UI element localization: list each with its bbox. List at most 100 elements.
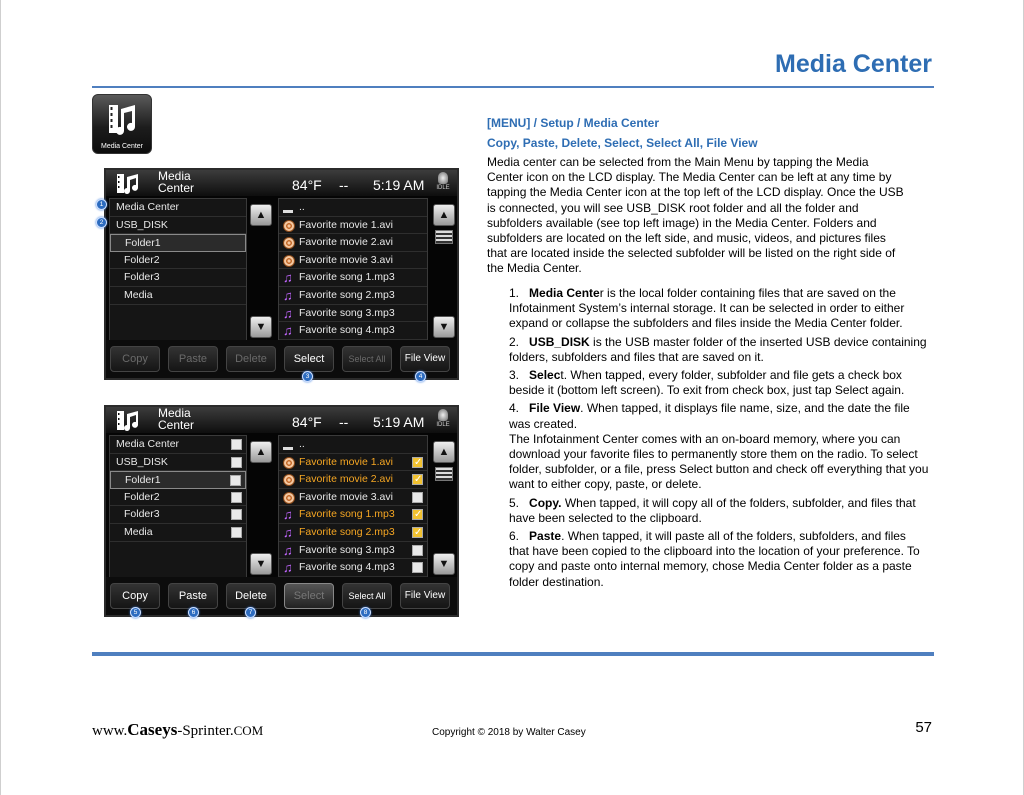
- file-view-button[interactable]: File View: [400, 583, 450, 609]
- memory-note: The Infotainment Center comes with an on…: [509, 431, 929, 492]
- folder-scroll-down-button[interactable]: ▼: [250, 316, 272, 338]
- folder-row-selected[interactable]: Folder1: [110, 471, 246, 489]
- file-row-checked[interactable]: ♫Favorite song 2.mp3: [279, 524, 427, 542]
- copy-button[interactable]: Copy: [110, 346, 160, 372]
- folder-row[interactable]: Media: [110, 524, 246, 542]
- checkbox[interactable]: [231, 439, 242, 450]
- list-view-icon[interactable]: [435, 467, 453, 481]
- checkbox-checked[interactable]: [412, 524, 423, 541]
- file-row[interactable]: ♫Favorite song 4.mp3: [279, 322, 427, 340]
- folder-row[interactable]: USB_DISK: [110, 217, 246, 235]
- file-pane: ▬.. Favorite movie 1.avi Favorite movie …: [278, 198, 428, 342]
- delete-button[interactable]: Delete: [226, 346, 276, 372]
- checkbox[interactable]: [231, 456, 242, 468]
- callout-marker: 3: [302, 371, 313, 382]
- film-reel-icon: [283, 254, 295, 267]
- folder-row[interactable]: Media Center: [110, 199, 246, 217]
- file-row[interactable]: Favorite movie 3.avi: [279, 252, 427, 270]
- paste-button[interactable]: Paste: [168, 346, 218, 372]
- file-scroll-down-button[interactable]: ▼: [433, 316, 455, 338]
- delete-button[interactable]: Delete: [226, 583, 276, 609]
- folder-row[interactable]: Media Center: [110, 436, 246, 454]
- list-item: 2. USB_DISK is the USB master folder of …: [509, 334, 927, 364]
- music-note-icon: ♫: [283, 560, 293, 576]
- select-button[interactable]: Select: [284, 346, 334, 372]
- file-row-checked[interactable]: Favorite movie 2.avi: [279, 471, 427, 489]
- folder-scroll-up-button[interactable]: ▲: [250, 204, 272, 226]
- music-note-icon: ♫: [283, 507, 293, 523]
- select-all-button[interactable]: Select All: [342, 583, 392, 609]
- lcd-button-bar: Copy Paste Delete Select Select All File…: [106, 340, 457, 378]
- copy-button[interactable]: Copy: [110, 583, 160, 609]
- list-item: 3. Select. When tapped, every folder, su…: [509, 368, 905, 398]
- media-center-home-icon[interactable]: [116, 409, 152, 431]
- file-row[interactable]: ♫Favorite song 2.mp3: [279, 287, 427, 305]
- file-row-checked[interactable]: Favorite movie 1.avi: [279, 454, 427, 472]
- idle-indicator: IDLE: [433, 409, 453, 431]
- file-row[interactable]: Favorite movie 2.avi: [279, 234, 427, 252]
- film-reel-icon: [283, 219, 295, 232]
- media-center-home-icon[interactable]: [116, 172, 152, 194]
- file-row[interactable]: ♫Favorite song 1.mp3: [279, 269, 427, 287]
- status-dash: --: [339, 177, 349, 193]
- checkbox[interactable]: [412, 491, 423, 503]
- file-row[interactable]: ♫Favorite song 3.mp3: [279, 305, 427, 323]
- temperature-readout: 84°F: [292, 177, 322, 193]
- callout-marker: 7: [245, 607, 256, 618]
- folder-row[interactable]: Folder2: [110, 489, 246, 507]
- list-view-icon[interactable]: [435, 230, 453, 244]
- folder-scroll-down-button[interactable]: ▼: [250, 553, 272, 575]
- checkbox[interactable]: [231, 526, 242, 538]
- file-scroll-down-button[interactable]: ▼: [433, 553, 455, 575]
- intro-text: Media center can be selected from the Ma…: [487, 155, 907, 283]
- folder-row[interactable]: Folder3: [110, 506, 246, 524]
- folder-row-selected[interactable]: Folder1: [110, 234, 246, 252]
- file-row-up[interactable]: ▬..: [279, 436, 427, 454]
- file-row[interactable]: ♫Favorite song 4.mp3: [279, 559, 427, 577]
- select-all-button[interactable]: Select All: [342, 346, 392, 372]
- folder-row[interactable]: Media: [110, 287, 246, 305]
- callout-marker: 4: [415, 371, 426, 382]
- file-row[interactable]: Favorite movie 3.avi: [279, 489, 427, 507]
- clock-readout: 5:19 AM: [373, 177, 425, 193]
- file-row-checked[interactable]: ♫Favorite song 1.mp3: [279, 506, 427, 524]
- checkbox[interactable]: [231, 491, 242, 503]
- file-row[interactable]: ♫Favorite song 3.mp3: [279, 542, 427, 560]
- intro-paragraph: Media center can be selected from the Ma…: [487, 155, 904, 276]
- folder-up-icon: ▬: [283, 442, 293, 453]
- file-row[interactable]: Favorite movie 1.avi: [279, 217, 427, 235]
- checkbox[interactable]: [412, 544, 423, 556]
- page-number: 57: [915, 719, 932, 736]
- temperature-readout: 84°F: [292, 414, 322, 430]
- select-button[interactable]: Select: [284, 583, 334, 609]
- feature-list: 1. Media Center is the local folder cont…: [509, 286, 929, 593]
- music-note-icon: ♫: [283, 323, 293, 339]
- checkbox[interactable]: [231, 509, 242, 521]
- checkbox-checked[interactable]: [412, 506, 423, 523]
- callout-marker: 8: [360, 607, 371, 618]
- folder-pane: Media Center USB_DISK Folder1 Folder2 Fo…: [109, 198, 247, 342]
- page-title: Media Center: [775, 50, 932, 78]
- file-view-button[interactable]: File View: [400, 346, 450, 372]
- callout-marker: 6: [188, 607, 199, 618]
- footer-website: www.Caseys-Sprinter.COM: [92, 720, 264, 739]
- folder-scroll-up-button[interactable]: ▲: [250, 441, 272, 463]
- folder-row[interactable]: USB_DISK: [110, 454, 246, 472]
- checkbox-checked[interactable]: [412, 454, 423, 471]
- lcd-button-bar: Copy Paste Delete Select Select All File…: [106, 577, 457, 615]
- paste-button[interactable]: Paste: [168, 583, 218, 609]
- checkbox[interactable]: [230, 475, 241, 487]
- checkbox[interactable]: [412, 562, 423, 574]
- file-scroll-up-button[interactable]: ▲: [433, 204, 455, 226]
- checkbox-checked[interactable]: [412, 471, 423, 488]
- folder-row[interactable]: Folder2: [110, 252, 246, 270]
- folder-row[interactable]: Folder3: [110, 269, 246, 287]
- section-subtitle: Copy, Paste, Delete, Select, Select All,…: [487, 136, 758, 150]
- media-center-app-icon[interactable]: Media Center: [92, 94, 152, 154]
- file-row-up[interactable]: ▬..: [279, 199, 427, 217]
- file-scroll-up-button[interactable]: ▲: [433, 441, 455, 463]
- list-item: 4. File View. When tapped, it displays f…: [509, 401, 910, 431]
